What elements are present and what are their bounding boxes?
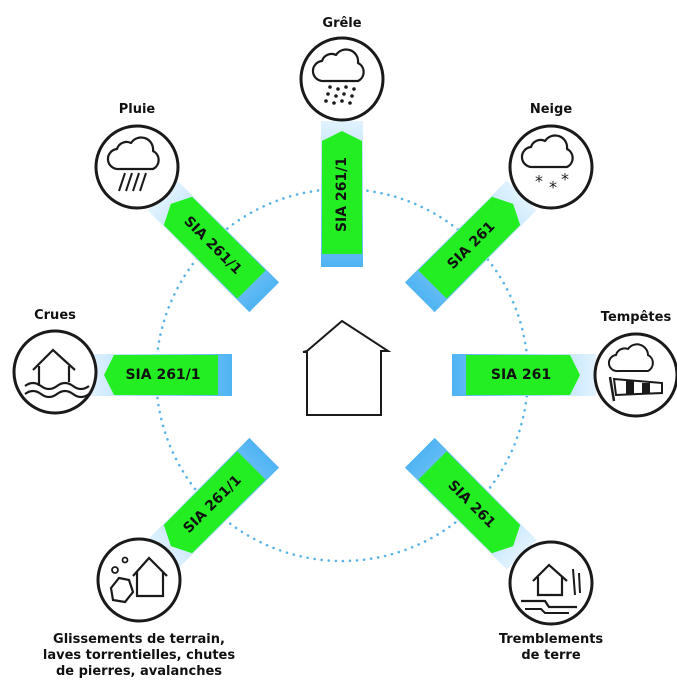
norm-label-grele: SIA 261/1 bbox=[334, 157, 350, 232]
norm-label-crues: SIA 261/1 bbox=[125, 367, 200, 383]
hazard-label-tempetes: Tempêtes bbox=[600, 310, 672, 325]
norm-arrow-grele: SIA 261/1 bbox=[322, 131, 362, 254]
hazard-label-pluie: Pluie bbox=[118, 102, 156, 117]
earthquake-house-icon bbox=[508, 540, 594, 626]
norm-arrow-tempetes: SIA 261 bbox=[466, 355, 580, 395]
norm-arrow-pluie: SIA 261/1 bbox=[163, 196, 266, 299]
windsock-storm-icon bbox=[593, 332, 677, 418]
svg-text:*: * bbox=[561, 170, 569, 189]
svg-text:*: * bbox=[535, 172, 543, 191]
hazard-label-neige: Neige bbox=[529, 102, 573, 117]
flood-house-icon bbox=[12, 329, 98, 415]
svg-text:*: * bbox=[549, 178, 557, 197]
norm-arrow-glissements: SIA 261/1 bbox=[163, 451, 266, 554]
norm-arrow-tremblements: SIA 261 bbox=[418, 451, 521, 554]
hazard-label-grele: Grêle bbox=[322, 16, 362, 31]
rockfall-house-icon bbox=[96, 537, 182, 623]
hazard-label-crues: Crues bbox=[34, 308, 76, 323]
norm-arrow-neige: SIA 261 bbox=[418, 196, 521, 299]
hazard-icon-layer: *** bbox=[12, 36, 677, 626]
norm-arrow-crues: SIA 261/1 bbox=[104, 355, 218, 395]
hazard-label-glissements: Glissements de terrain, laves torrentiel… bbox=[42, 632, 236, 679]
hail-cloud-icon bbox=[299, 36, 385, 122]
snow-cloud-icon: *** bbox=[508, 124, 594, 210]
norm-label-tempetes: SIA 261 bbox=[491, 367, 551, 383]
rain-cloud-icon bbox=[94, 124, 180, 210]
hazard-label-tremblements: Tremblements de terre bbox=[498, 632, 604, 663]
house-icon bbox=[302, 319, 392, 416]
